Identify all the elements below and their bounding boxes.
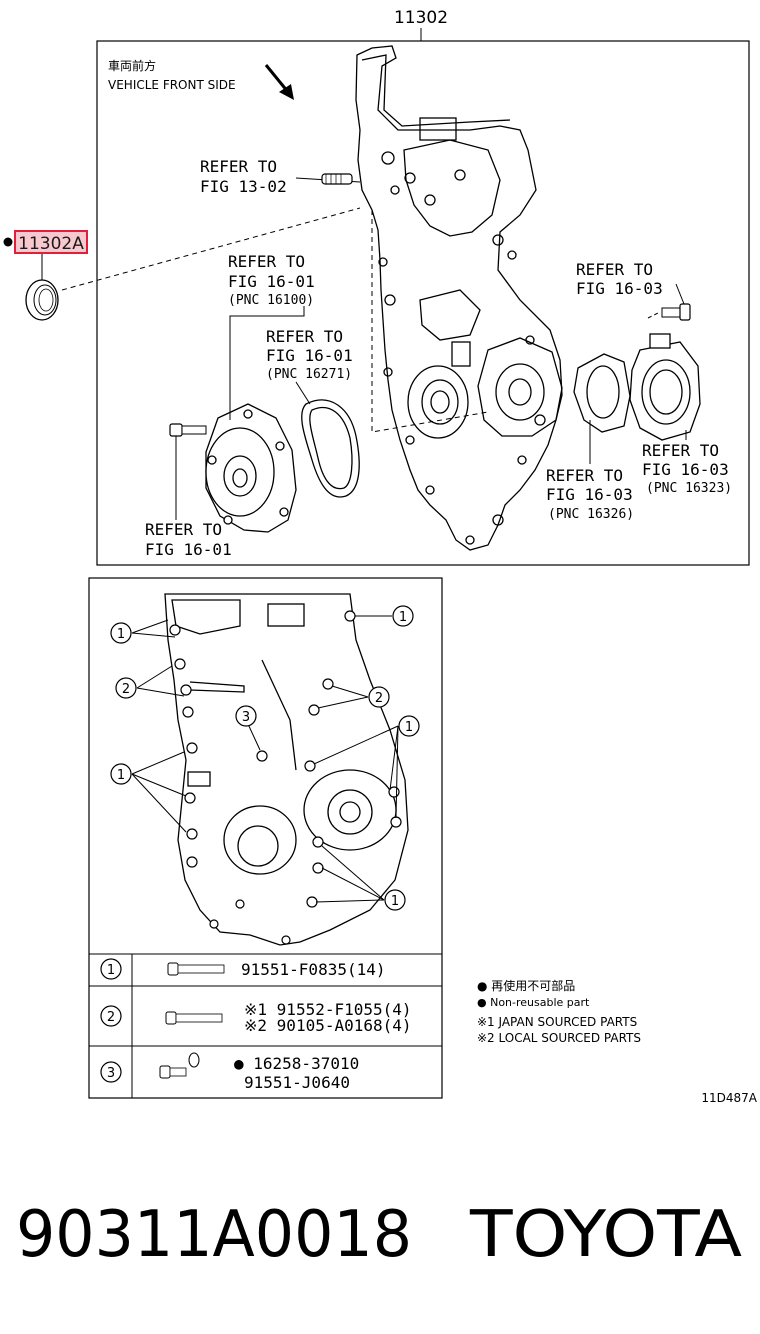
svg-text:REFER TO: REFER TO bbox=[228, 252, 305, 271]
svg-text:1: 1 bbox=[117, 627, 125, 642]
table-row-3[interactable]: 3 ● 16258-37010 91551-J0640 bbox=[100, 1052, 359, 1092]
svg-text:● 再使用不可部品: ● 再使用不可部品 bbox=[477, 978, 575, 993]
part-number: ● 16258-37010 bbox=[234, 1054, 359, 1073]
cover-bolt-layout-part bbox=[164, 593, 409, 946]
callout-2-right[interactable]: 2 bbox=[368, 686, 390, 708]
svg-text:2: 2 bbox=[122, 682, 130, 697]
water-pump-part[interactable] bbox=[205, 403, 297, 533]
callout-2-left[interactable]: 2 bbox=[115, 677, 137, 699]
footer-part-number[interactable]: 90311A0018 bbox=[16, 1198, 412, 1272]
bolt-washer-icon bbox=[159, 1052, 200, 1079]
svg-text:1: 1 bbox=[405, 720, 413, 735]
svg-text:FIG 16-03: FIG 16-03 bbox=[576, 279, 663, 298]
svg-text:REFER TO: REFER TO bbox=[266, 327, 343, 346]
timing-chain-cover-part[interactable] bbox=[355, 45, 563, 551]
refer-label-fig-16-01[interactable]: REFER TO FIG 16-01 bbox=[145, 520, 232, 559]
svg-text:FIG 16-01: FIG 16-01 bbox=[266, 346, 353, 365]
svg-text:FIG 16-01: FIG 16-01 bbox=[145, 540, 232, 559]
water-inlet-part[interactable] bbox=[629, 333, 701, 441]
refer-label-fig-16-03-bolt[interactable]: REFER TO FIG 16-03 bbox=[576, 260, 663, 298]
svg-text:FIG 16-03: FIG 16-03 bbox=[642, 460, 729, 479]
figure-code: 11D487A bbox=[701, 1091, 757, 1105]
legend: ● 再使用不可部品 ● Non-reusable part ※1 JAPAN S… bbox=[477, 978, 641, 1045]
refer-label-fig-13-02[interactable]: REFER TO FIG 13-02 bbox=[200, 157, 287, 196]
svg-text:3: 3 bbox=[107, 1066, 115, 1081]
bolt-diagram-frame bbox=[88, 577, 443, 1099]
svg-text:3: 3 bbox=[242, 710, 250, 725]
stud-bolt-part[interactable] bbox=[295, 173, 361, 185]
water-pump-gasket-part[interactable] bbox=[301, 399, 360, 498]
svg-text:REFER TO: REFER TO bbox=[546, 466, 623, 485]
svg-text:FIG 16-01: FIG 16-01 bbox=[228, 272, 315, 291]
parts-table bbox=[89, 953, 442, 1098]
svg-text:FIG 13-02: FIG 13-02 bbox=[200, 177, 287, 196]
svg-text:2: 2 bbox=[375, 691, 383, 706]
svg-text:REFER TO: REFER TO bbox=[576, 260, 653, 279]
direction-label-en: VEHICLE FRONT SIDE bbox=[108, 78, 236, 92]
svg-text:1: 1 bbox=[107, 963, 115, 978]
svg-text:1: 1 bbox=[391, 894, 399, 909]
svg-text:1: 1 bbox=[117, 768, 125, 783]
table-row-2[interactable]: 2 ※1 91552-F1055(4) ※2 90105-A0168(4) bbox=[100, 1000, 412, 1035]
callout-1-mid-right[interactable]: 1 bbox=[398, 715, 420, 737]
svg-text:2: 2 bbox=[107, 1010, 115, 1025]
refer-label-fig-16-03-pnc-16323[interactable]: REFER TO FIG 16-03 (PNC 16323) bbox=[642, 441, 732, 496]
refer-label-fig-16-03-pnc-16326[interactable]: REFER TO FIG 16-03 (PNC 16326) bbox=[546, 466, 634, 522]
main-part-number[interactable]: 11302 bbox=[394, 8, 448, 28]
callout-1-top-left[interactable]: 1 bbox=[110, 622, 132, 644]
refer-label-fig-16-01-pnc-16100[interactable]: REFER TO FIG 16-01 (PNC 16100) bbox=[228, 252, 315, 308]
non-reusable-dot-icon bbox=[3, 237, 13, 247]
svg-text:※2 LOCAL SOURCED PARTS: ※2 LOCAL SOURCED PARTS bbox=[477, 1031, 641, 1045]
svg-text:(PNC 16323): (PNC 16323) bbox=[646, 481, 732, 496]
part-number: 91551-F0835(14) bbox=[241, 960, 386, 979]
oil-seal-part[interactable] bbox=[25, 279, 59, 321]
callout-1-bottom-right[interactable]: 1 bbox=[384, 889, 406, 911]
svg-text:1: 1 bbox=[399, 610, 407, 625]
svg-text:● Non-reusable part: ● Non-reusable part bbox=[477, 996, 590, 1009]
bolt-icon bbox=[167, 962, 225, 976]
part-number: ※2 90105-A0168(4) bbox=[244, 1016, 412, 1035]
part-number: ※1 91552-F1055(4) bbox=[244, 1000, 412, 1019]
svg-text:(PNC 16326): (PNC 16326) bbox=[548, 507, 634, 522]
bolt-icon bbox=[165, 1011, 223, 1025]
svg-text:FIG 16-03: FIG 16-03 bbox=[546, 485, 633, 504]
water-pump-bolt-part[interactable] bbox=[169, 423, 207, 437]
inlet-gasket-part[interactable] bbox=[573, 353, 631, 433]
callout-3[interactable]: 3 bbox=[235, 705, 257, 727]
svg-text:(PNC 16100): (PNC 16100) bbox=[228, 293, 314, 308]
direction-arrow-icon bbox=[264, 64, 294, 100]
svg-text:※1 JAPAN SOURCED PARTS: ※1 JAPAN SOURCED PARTS bbox=[477, 1015, 637, 1029]
highlighted-part-box[interactable] bbox=[14, 230, 88, 254]
svg-text:REFER TO: REFER TO bbox=[145, 520, 222, 539]
refer-label-fig-16-01-pnc-16271[interactable]: REFER TO FIG 16-01 (PNC 16271) bbox=[266, 327, 353, 382]
top-diagram-frame bbox=[96, 40, 750, 566]
footer-brand: TOYOTA bbox=[469, 1198, 742, 1272]
bolt-hole-markers bbox=[169, 610, 402, 945]
svg-text:REFER TO: REFER TO bbox=[200, 157, 277, 176]
callout-1-top-right[interactable]: 1 bbox=[392, 605, 414, 627]
inlet-bolt-part[interactable] bbox=[661, 303, 691, 321]
svg-text:(PNC 16271): (PNC 16271) bbox=[266, 367, 352, 382]
svg-text:REFER TO: REFER TO bbox=[642, 441, 719, 460]
callout-leaders bbox=[131, 615, 399, 903]
part-number: 91551-J0640 bbox=[244, 1073, 350, 1092]
table-row-1[interactable]: 1 91551-F0835(14) bbox=[100, 958, 386, 980]
direction-label-jp: 車両前方 bbox=[108, 58, 156, 73]
callout-1-mid-left[interactable]: 1 bbox=[110, 763, 132, 785]
highlighted-part-number[interactable]: 11302A bbox=[18, 234, 84, 254]
